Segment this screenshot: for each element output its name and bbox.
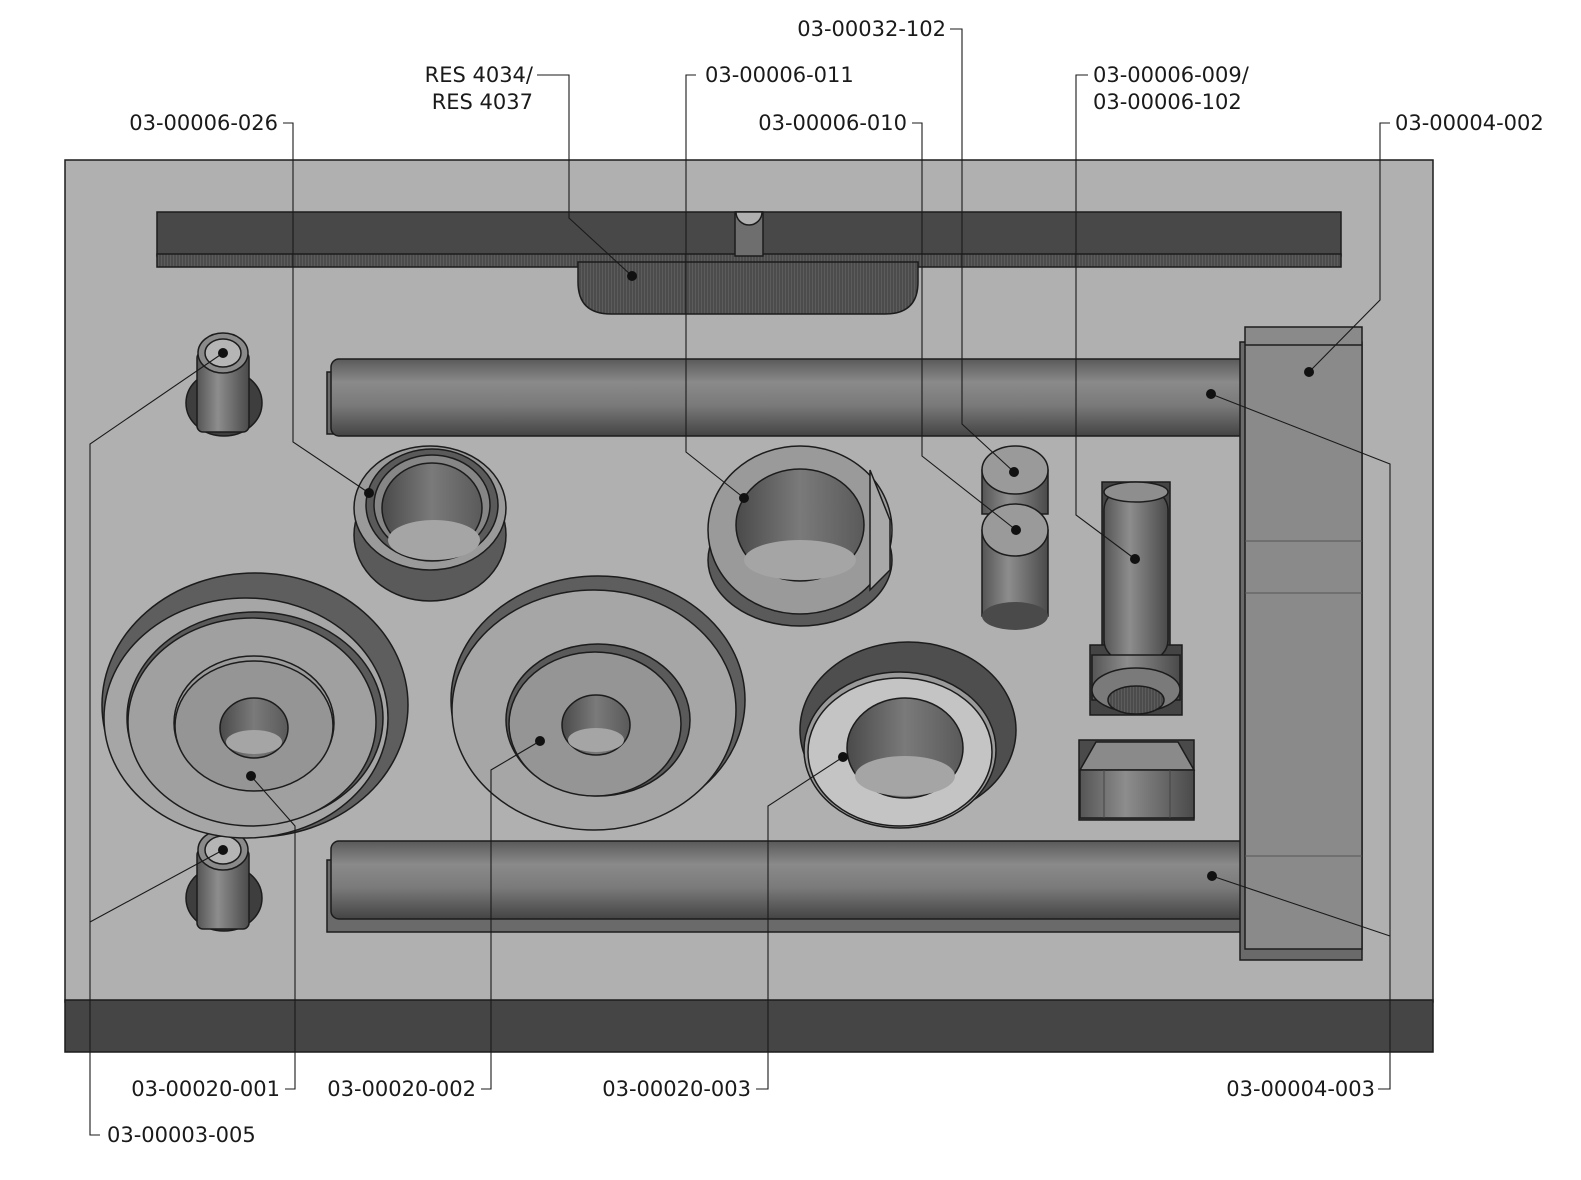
label-03-00020-001: 03-00020-001 bbox=[131, 1077, 280, 1101]
leader-lines bbox=[89, 28, 1391, 1136]
part-bearing-003 bbox=[799, 641, 1017, 829]
label-03-00020-002: 03-00020-002 bbox=[327, 1077, 476, 1101]
part-disc-002 bbox=[450, 575, 746, 831]
label-res-4034-line1: RES 4034/ bbox=[425, 63, 534, 87]
part-right-frame bbox=[1239, 326, 1363, 961]
part-lower-rod bbox=[326, 840, 1248, 933]
leader-dots bbox=[218, 271, 1314, 881]
tray-front-face bbox=[64, 999, 1434, 1053]
part-pin-bottom bbox=[185, 829, 263, 932]
label-03-00006-011: 03-00006-011 bbox=[705, 63, 854, 87]
label-03-00006-010: 03-00006-010 bbox=[758, 111, 907, 135]
part-top-bar bbox=[156, 211, 1342, 315]
part-upper-rod bbox=[326, 358, 1248, 437]
label-res-4037-line2: RES 4037 bbox=[432, 90, 533, 114]
part-disc-001 bbox=[101, 572, 409, 839]
part-bushing-026 bbox=[353, 445, 507, 602]
label-03-00004-002: 03-00004-002 bbox=[1395, 111, 1544, 135]
label-03-00003-005: 03-00003-005 bbox=[107, 1123, 256, 1147]
label-03-00006-026: 03-00006-026 bbox=[129, 111, 278, 135]
label-03-00020-003: 03-00020-003 bbox=[602, 1077, 751, 1101]
part-labels: 03-00006-026 RES 4034/ RES 4037 03-00006… bbox=[107, 17, 1544, 1147]
label-03-00032-102: 03-00032-102 bbox=[797, 17, 946, 41]
part-pin-006-010 bbox=[981, 503, 1049, 630]
part-hex-nut bbox=[1078, 739, 1196, 821]
label-03-00004-003: 03-00004-003 bbox=[1226, 1077, 1375, 1101]
part-pin-top bbox=[185, 332, 263, 437]
part-ring-011 bbox=[707, 445, 893, 627]
label-03-00006-102-line2: 03-00006-102 bbox=[1093, 90, 1242, 114]
part-shaft-009 bbox=[1089, 481, 1183, 716]
label-03-00006-009-line1: 03-00006-009/ bbox=[1093, 63, 1250, 87]
